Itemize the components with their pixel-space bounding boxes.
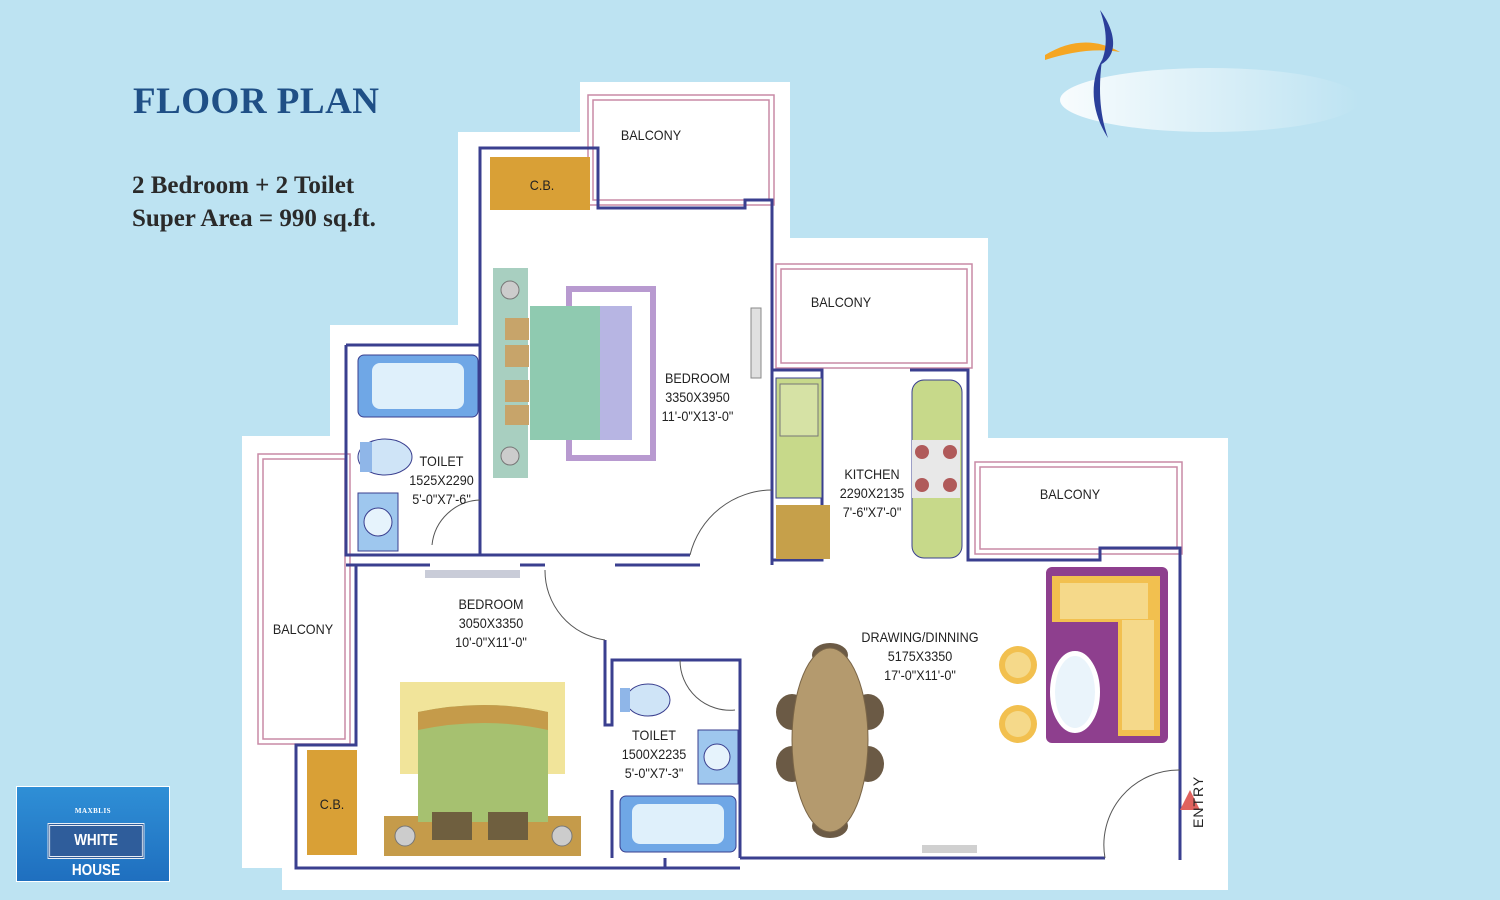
toilet1-label: TOILET 1525X2290 5'-0"X7'-6" <box>394 452 489 509</box>
configuration-text: 2 Bedroom + 2 Toilet <box>132 172 355 199</box>
bedroom2-size-mm: 3050X3350 <box>458 615 524 631</box>
entry-label: ENTRY <box>1190 775 1206 828</box>
cupboard-bottom-label: C.B. <box>319 796 345 812</box>
brand-logo-icon <box>1045 10 1360 138</box>
bedroom2-label: BEDROOM 3050X3350 10'-0"X11'-0" <box>436 595 546 652</box>
bedroom1-size-ft: 11'-0"X13'-0" <box>661 408 734 424</box>
toilet1-name: TOILET <box>419 453 464 469</box>
toilet2-name: TOILET <box>632 727 676 743</box>
bedroom1-label: BEDROOM 3350X3950 11'-0"X13'-0" <box>640 369 755 426</box>
badge-brand: MAXBLIS <box>74 807 112 815</box>
bedroom2-name: BEDROOM <box>458 596 524 612</box>
bedroom2-size-ft: 10'-0"X11'-0" <box>455 634 527 650</box>
cupboard-top <box>490 157 590 210</box>
cupboard-top-label: C.B. <box>529 177 555 193</box>
bedroom1-size-mm: 3350X3950 <box>665 389 730 405</box>
cupboard-bottom <box>307 750 357 855</box>
bedroom1-name: BEDROOM <box>664 370 731 386</box>
toilet2-size-ft: 5'-0"X7'-3" <box>624 765 684 781</box>
super-area-text: Super Area = 990 sq.ft. <box>132 205 376 232</box>
balcony-right-label: BALCONY <box>1039 486 1101 502</box>
toilet2-size-mm: 1500X2235 <box>621 746 687 762</box>
drawing-name: DRAWING/DINNING <box>861 629 979 645</box>
kitchen-name: KITCHEN <box>844 466 900 482</box>
badge-name: WHITE HOUSE <box>47 823 145 879</box>
white-house-badge: MAXBLIS WHITE HOUSE <box>16 786 170 882</box>
balcony-mid-label: BALCONY <box>810 294 872 310</box>
toilet1-size-ft: 5'-0"X7'-6" <box>412 491 471 507</box>
kitchen-label: KITCHEN 2290X2135 7'-6"X7'-0" <box>827 465 917 522</box>
page-title: FLOOR PLAN <box>133 81 380 122</box>
drawing-size-mm: 5175X3350 <box>887 648 953 664</box>
drawing-dining-label: DRAWING/DINNING 5175X3350 17'-0"X11'-0" <box>850 628 990 685</box>
drawing-size-ft: 17'-0"X11'-0" <box>884 667 956 683</box>
toilet1-size-mm: 1525X2290 <box>409 472 474 488</box>
kitchen-size-ft: 7'-6"X7'-0" <box>842 504 902 520</box>
kitchen-size-mm: 2290X2135 <box>839 485 905 501</box>
toilet2-label: TOILET 1500X2235 5'-0"X7'-3" <box>609 726 699 783</box>
balcony-left-label: BALCONY <box>272 621 334 637</box>
balcony-top-label: BALCONY <box>620 127 682 143</box>
